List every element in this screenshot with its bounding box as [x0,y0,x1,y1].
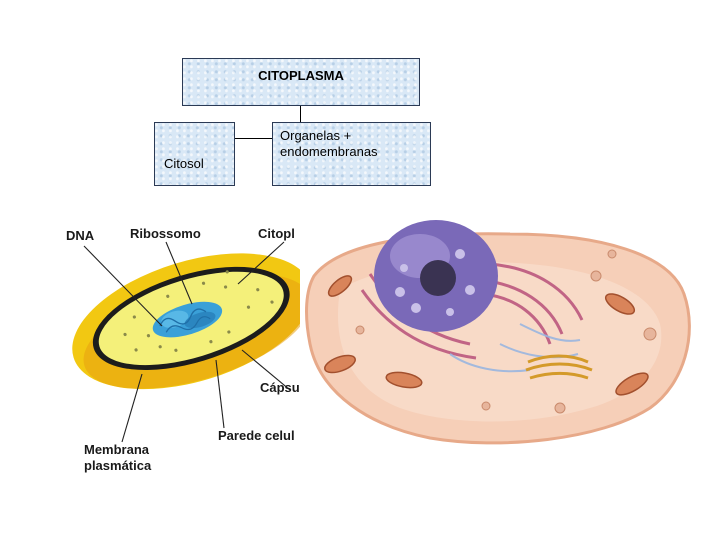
connector-horizontal [234,138,272,139]
membrana-label-1: Membrana [84,442,150,457]
organelas-label: Organelas + endomembranas [280,128,378,159]
vesicles [355,249,657,414]
capsula-label: Cápsu [260,380,300,395]
citoplasma-box: CITOPLASMA [182,58,420,106]
connector-vertical [300,106,301,122]
organelas-box: Organelas + endomembranas [272,122,431,186]
membrana-label-2: plasmática [84,458,152,473]
nucleolus [420,260,456,296]
citosol-label: Citosol [164,156,204,171]
ribossomo-label: Ribossomo [130,226,201,241]
parede-label: Parede celul [218,428,295,443]
dna-cluster [152,301,223,338]
eukaryotic-cell-illustration [300,194,720,454]
golgi-apparatus [525,354,593,380]
bacteria-illustration: DNA Ribossomo Citopl Cápsu Parede celul … [62,214,302,476]
citoplasma-label: CITOPLASMA [258,68,344,83]
ribosome-dots [123,270,274,352]
dna-label: DNA [66,228,95,243]
citosol-box: Citosol [154,122,235,186]
mitochondria [324,275,649,396]
nuclear-pores [395,249,475,316]
citoplasma-cut-label: Citopl [258,226,295,241]
